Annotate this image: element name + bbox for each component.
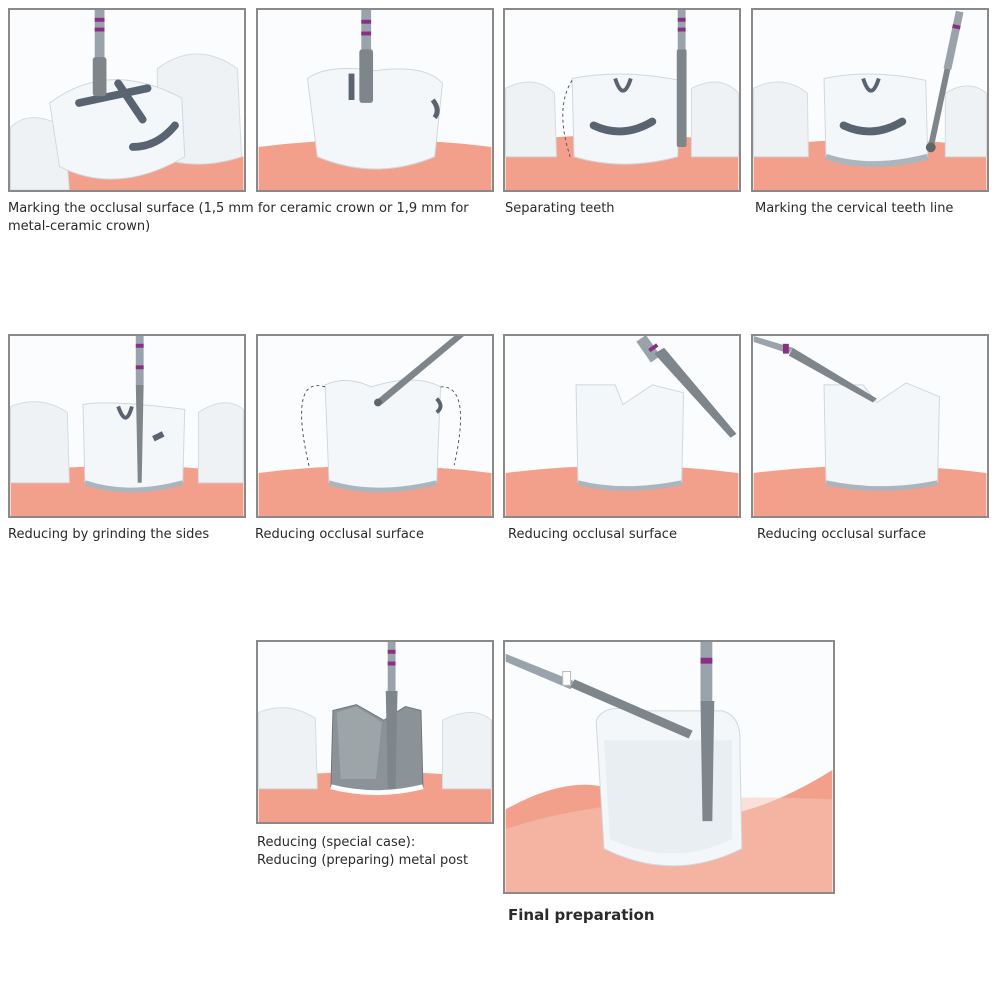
step-panel-metal-post [256,640,494,824]
illustration-reducing-occlusal-2 [505,336,739,516]
step-panel-occlusal-view [256,8,494,192]
step-panel-reducing-occlusal-3 [751,334,989,518]
illustration-cervical-line [753,10,987,190]
caption-final-preparation: Final preparation [508,906,828,924]
tooth-icon [691,82,738,157]
tooth-icon [443,712,492,788]
tooth-icon [259,708,318,789]
caption-reducing-occlusal-2: Reducing occlusal surface [508,526,744,544]
caption-reducing-occlusal-1: Reducing occlusal surface [255,526,493,544]
tooth-icon [824,383,939,489]
step-panel-marking-occlusal [8,8,246,192]
step-panel-reducing-occlusal-2 [503,334,741,518]
tooth-icon [198,403,243,483]
tooth-icon [576,385,684,489]
diamond-bur-icon [677,10,687,147]
step-panel-reducing-occlusal-1 [256,334,494,518]
tooth-icon [506,82,557,157]
tooth-icon [11,402,70,483]
tooth-icon [754,82,809,157]
caption-cervical-line: Marking the cervical teeth line [755,200,991,218]
diamond-bur-icon [700,642,714,821]
caption-reducing-occlusal-3: Reducing occlusal surface [757,526,993,544]
caption-grinding-sides: Reducing by grinding the sides [8,526,246,544]
illustration-reducing-occlusal-1 [258,336,492,516]
illustration-grinding-sides [10,336,244,516]
tooth-icon [308,68,443,168]
illustration-metal-post [258,642,492,822]
diamond-bur-icon [359,10,373,103]
step-panel-cervical-line [751,8,989,192]
step-panel-grinding-sides [8,334,246,518]
illustration-separating [505,10,739,190]
caption-metal-post-line2: Reducing (preparing) metal post [257,852,495,870]
tooth-icon [83,403,185,490]
illustration-occlusal-view [258,10,492,190]
illustration-reducing-occlusal-3 [753,336,987,516]
caption-metal-post-line1: Reducing (special case): [257,834,495,852]
caption-separating: Separating teeth [505,200,741,218]
step-panel-separating [503,8,741,192]
illustration-marking-occlusal [10,10,244,190]
caption-marking-occlusal: Marking the occlusal surface (1,5 mm for… [8,200,478,236]
illustration-final-preparation [505,642,833,892]
step-panel-final-preparation [503,640,835,894]
diamond-bur-icon [93,10,107,96]
tooth-icon [945,86,986,157]
